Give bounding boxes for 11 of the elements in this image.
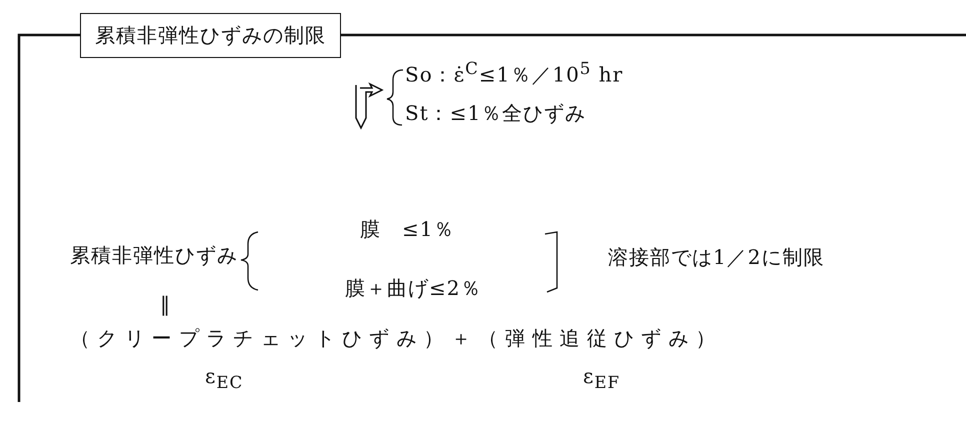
heading-box: 累積非弾性ひずみの制限 (80, 13, 341, 58)
symbol-text: ε$_{EC}$ (205, 364, 244, 393)
label-text: 累積非弾性ひずみ (70, 243, 238, 267)
formula-text: St：≤1％全ひずみ (405, 101, 586, 125)
formula-text: （クリープラチェットひずみ）＋（弾性追従ひずみ） (70, 326, 723, 350)
formula-text: 膜 ≤1％ (360, 217, 454, 241)
symbol-text: ε$_{EF}$ (583, 364, 620, 393)
formula-text: 膜＋曲げ≤2％ (345, 276, 482, 300)
note-text: 溶接部では1／2に制限 (608, 245, 824, 269)
equals-sign: ‖ (160, 292, 171, 316)
formula-text: So：ε̇$^{C}$≤1％／10$^{5}$ hr (405, 59, 624, 87)
